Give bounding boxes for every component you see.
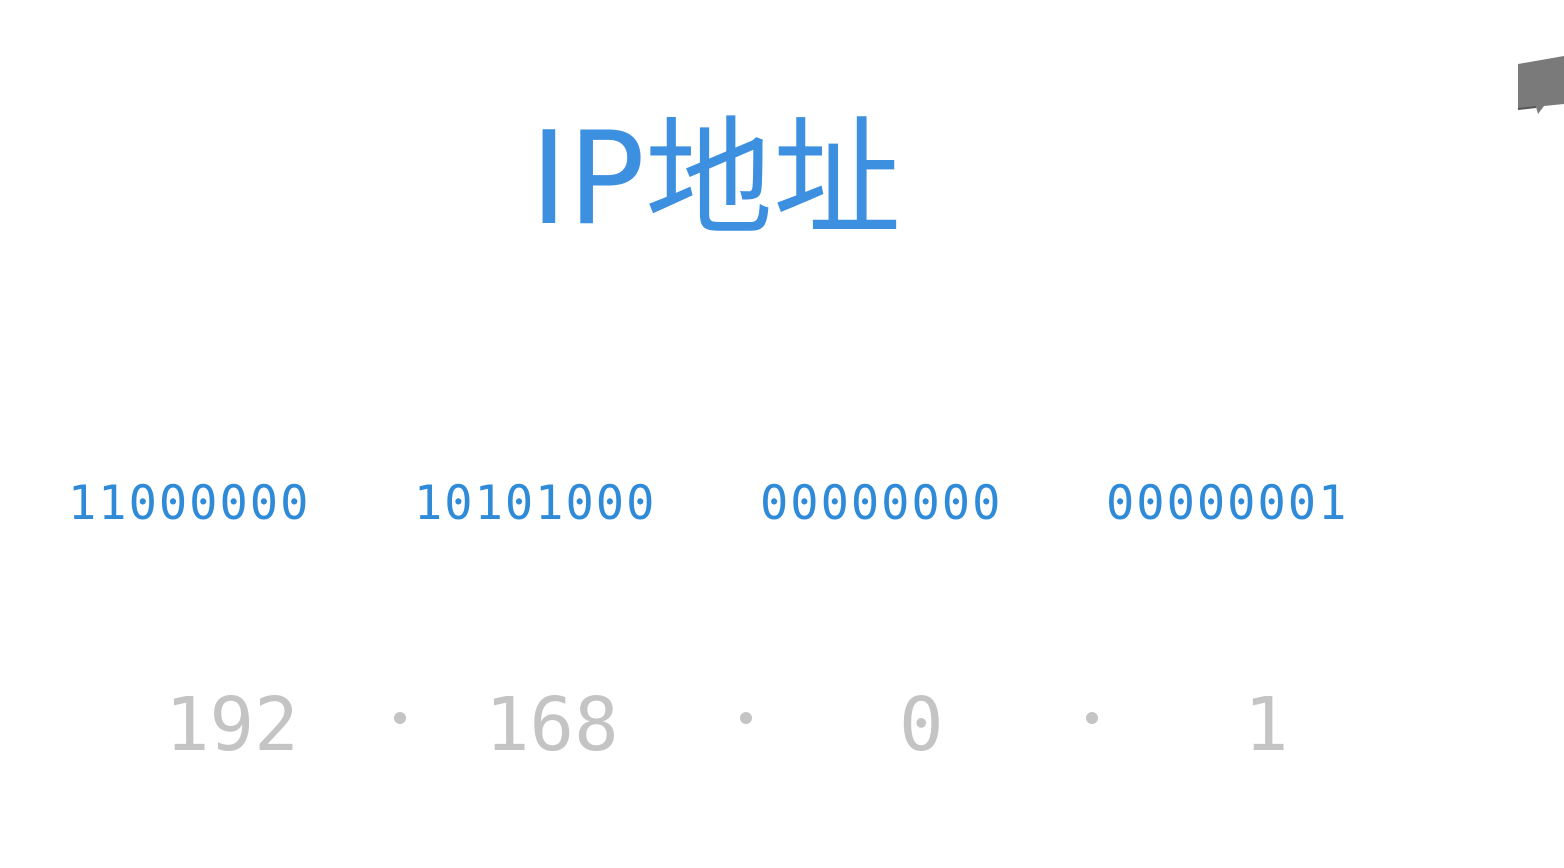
decimal-octet-4: 1 bbox=[1244, 682, 1289, 768]
binary-octet-3: 00000000 bbox=[760, 476, 1003, 531]
decimal-octet-2: 168 bbox=[485, 682, 619, 768]
binary-octet-1: 11000000 bbox=[68, 476, 311, 531]
binary-octet-2: 10101000 bbox=[414, 476, 657, 531]
slide-title: IP地址 bbox=[530, 104, 901, 254]
binary-octet-4: 00000001 bbox=[1106, 476, 1349, 531]
decimal-octet-3: 0 bbox=[899, 682, 944, 768]
speech-bubble-icon bbox=[1514, 54, 1564, 116]
decimal-octet-1: 192 bbox=[165, 682, 299, 768]
octet-separator-dot bbox=[394, 712, 406, 724]
octet-separator-dot bbox=[1086, 712, 1098, 724]
octet-separator-dot bbox=[740, 712, 752, 724]
